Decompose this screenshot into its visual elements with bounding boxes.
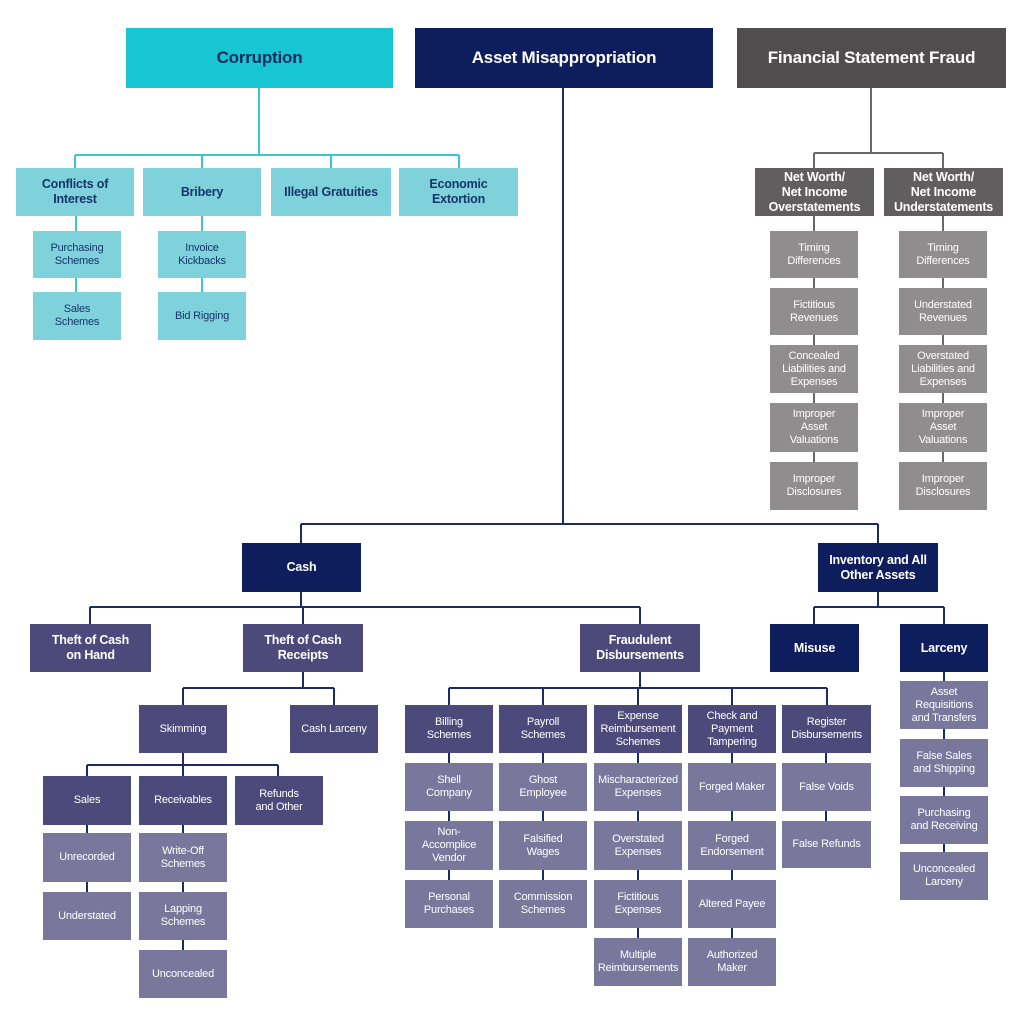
misuse: Misuse bbox=[770, 624, 859, 672]
ghost-employee: Ghost Employee bbox=[499, 763, 587, 811]
bid-rigging: Bid Rigging bbox=[158, 292, 246, 340]
forged-maker: Forged Maker bbox=[688, 763, 776, 811]
under-understated-revenues: Understated Revenues bbox=[899, 288, 987, 335]
billing-schemes: Billing Schemes bbox=[405, 705, 493, 753]
fraudulent-disbursements: Fraudulent Disbursements bbox=[580, 624, 700, 672]
unconcealed: Unconcealed bbox=[139, 950, 227, 998]
non-accomplice-vendor: Non- Accomplice Vendor bbox=[405, 821, 493, 870]
sales-schemes: Sales Schemes bbox=[33, 292, 121, 340]
payroll-schemes: Payroll Schemes bbox=[499, 705, 587, 753]
over-fictitious-revenues: Fictitious Revenues bbox=[770, 288, 858, 335]
overstated-expenses: Overstated Expenses bbox=[594, 821, 682, 870]
financial-statement-fraud-header: Financial Statement Fraud bbox=[737, 28, 1006, 88]
skimming-receivables: Receivables bbox=[139, 776, 227, 825]
under-improper-disclosures: Improper Disclosures bbox=[899, 462, 987, 510]
larceny: Larceny bbox=[900, 624, 988, 672]
asset-requisitions-and-transfers: Asset Requisitions and Transfers bbox=[900, 681, 988, 729]
falsified-wages: Falsified Wages bbox=[499, 821, 587, 870]
over-concealed-liabilities: Concealed Liabilities and Expenses bbox=[770, 345, 858, 393]
purchasing-schemes: Purchasing Schemes bbox=[33, 231, 121, 278]
false-refunds: False Refunds bbox=[782, 821, 871, 868]
invoice-kickbacks: Invoice Kickbacks bbox=[158, 231, 246, 278]
shell-company: Shell Company bbox=[405, 763, 493, 811]
purchasing-and-receiving: Purchasing and Receiving bbox=[900, 796, 988, 844]
over-improper-disclosures: Improper Disclosures bbox=[770, 462, 858, 510]
unconcealed-larceny: Unconcealed Larceny bbox=[900, 852, 988, 900]
over-timing-differences: Timing Differences bbox=[770, 231, 858, 278]
register-disbursements: Register Disbursements bbox=[782, 705, 871, 753]
expense-reimbursement-schemes: Expense Reimbursement Schemes bbox=[594, 705, 682, 753]
inventory-and-all-other-assets: Inventory and All Other Assets bbox=[818, 543, 938, 592]
theft-of-cash-receipts: Theft of Cash Receipts bbox=[243, 624, 363, 672]
cash: Cash bbox=[242, 543, 361, 592]
net-income-overstatements: Net Worth/ Net Income Overstatements bbox=[755, 168, 874, 216]
mischaracterized-expenses: Mischaracterized Expenses bbox=[594, 763, 682, 811]
authorized-maker: Authorized Maker bbox=[688, 938, 776, 986]
economic-extortion: Economic Extortion bbox=[399, 168, 518, 216]
unrecorded: Unrecorded bbox=[43, 833, 131, 882]
asset-misappropriation-header: Asset Misappropriation bbox=[415, 28, 713, 88]
cash-larceny: Cash Larceny bbox=[290, 705, 378, 753]
refunds-and-other: Refunds and Other bbox=[235, 776, 323, 825]
skimming: Skimming bbox=[139, 705, 227, 753]
theft-of-cash-on-hand: Theft of Cash on Hand bbox=[30, 624, 151, 672]
under-improper-asset-valuations: Improper Asset Valuations bbox=[899, 403, 987, 452]
illegal-gratuities: Illegal Gratuities bbox=[271, 168, 391, 216]
write-off-schemes: Write-Off Schemes bbox=[139, 833, 227, 882]
personal-purchases: Personal Purchases bbox=[405, 880, 493, 928]
forged-endorsement: Forged Endorsement bbox=[688, 821, 776, 870]
check-and-payment-tampering: Check and Payment Tampering bbox=[688, 705, 776, 753]
altered-payee: Altered Payee bbox=[688, 880, 776, 928]
understated: Understated bbox=[43, 892, 131, 940]
false-voids: False Voids bbox=[782, 763, 871, 811]
skimming-sales: Sales bbox=[43, 776, 131, 825]
over-improper-asset-valuations: Improper Asset Valuations bbox=[770, 403, 858, 452]
corruption-connectors bbox=[74, 88, 460, 292]
conflicts-of-interest: Conflicts of Interest bbox=[16, 168, 134, 216]
commission-schemes: Commission Schemes bbox=[499, 880, 587, 928]
corruption-header: Corruption bbox=[126, 28, 393, 88]
false-sales-and-shipping: False Sales and Shipping bbox=[900, 739, 988, 787]
multiple-reimbursements: Multiple Reimbursements bbox=[594, 938, 682, 986]
lapping-schemes: Lapping Schemes bbox=[139, 892, 227, 940]
fictitious-expenses: Fictitious Expenses bbox=[594, 880, 682, 928]
net-income-understatements: Net Worth/ Net Income Understatements bbox=[884, 168, 1003, 216]
under-overstated-liabilities: Overstated Liabilities and Expenses bbox=[899, 345, 987, 393]
bribery: Bribery bbox=[143, 168, 261, 216]
under-timing-differences: Timing Differences bbox=[899, 231, 987, 278]
